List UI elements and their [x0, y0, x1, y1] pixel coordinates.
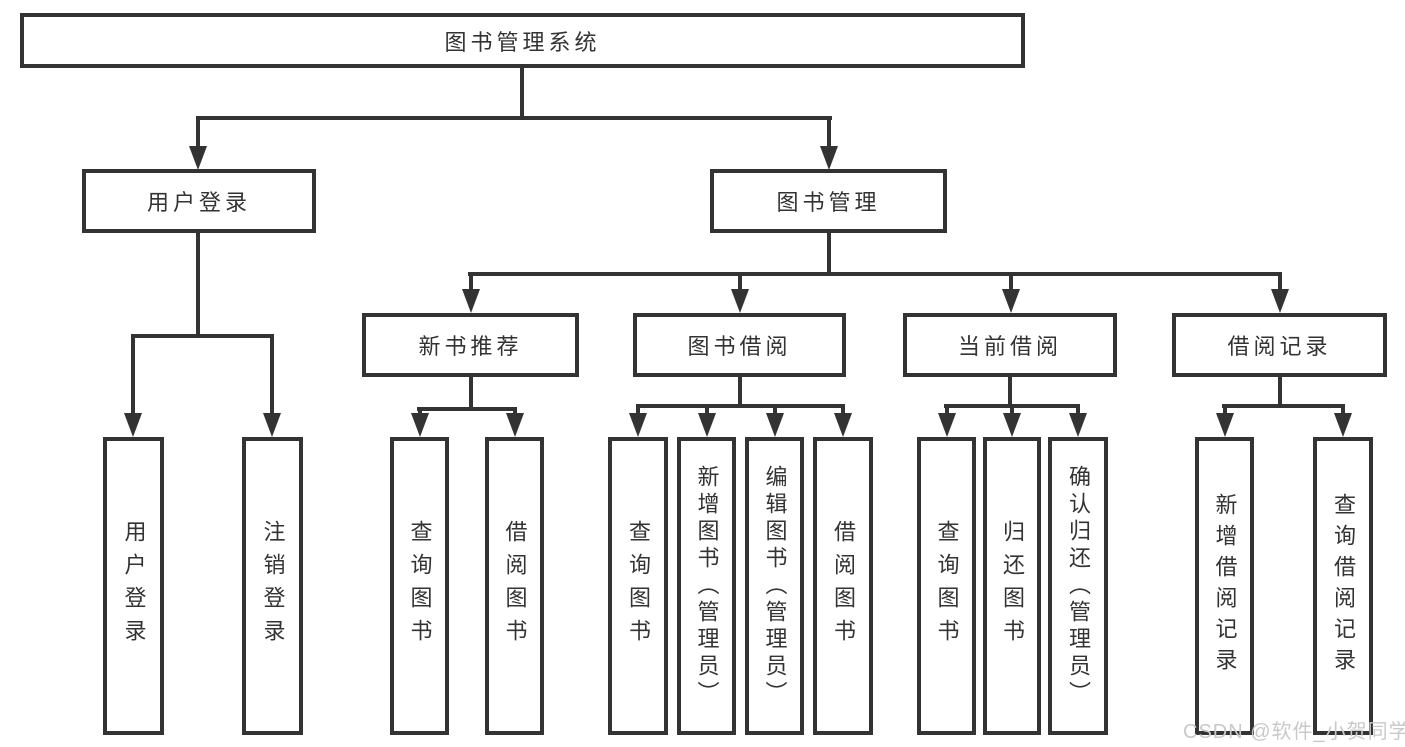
connector-line [1008, 375, 1012, 407]
arrowhead-down-icon [820, 146, 838, 170]
leaf-query-books-borrowing: 查询图书 [608, 437, 668, 735]
leaf-add-books-admin: 新增图书（管理员） [677, 437, 736, 735]
arrowhead-down-icon [1334, 413, 1352, 437]
arrowhead-down-icon [263, 413, 281, 437]
leaf-query-books-current-label: 查询图书 [934, 520, 960, 652]
connector-line [827, 231, 831, 275]
arrowhead-down-icon [629, 413, 647, 437]
arrowhead-down-icon [1002, 289, 1020, 313]
arrowhead-down-icon [766, 413, 784, 437]
connector-line [513, 407, 517, 415]
leaf-query-borrow-record-label: 查询借阅记录 [1331, 493, 1356, 679]
arrowhead-down-icon [731, 289, 749, 313]
connector-line [1222, 404, 1345, 408]
arrowhead-down-icon [411, 413, 429, 437]
connector-line [468, 272, 1282, 276]
leaf-query-borrow-record: 查询借阅记录 [1313, 437, 1373, 735]
connector-line [131, 334, 135, 415]
leaf-borrow-books-borrowing: 借阅图书 [813, 437, 873, 735]
node-new-book-recommend: 新书推荐 [362, 313, 579, 377]
leaf-user-login: 用户登录 [103, 437, 164, 735]
leaf-query-books-recommend: 查询图书 [390, 437, 449, 735]
arrowhead-down-icon [1271, 289, 1289, 313]
connector-line [738, 375, 742, 407]
leaf-query-books-borrowing-label: 查询图书 [626, 520, 651, 652]
leaf-query-books-current: 查询图书 [917, 437, 976, 735]
leaf-logout: 注销登录 [242, 437, 303, 735]
arrowhead-down-icon [1216, 413, 1234, 437]
leaf-user-login-label: 用户登录 [121, 520, 147, 652]
leaf-add-borrow-record: 新增借阅记录 [1195, 437, 1254, 735]
connector-line [196, 231, 200, 337]
leaf-borrow-books-recommend-label: 借阅图书 [502, 520, 528, 652]
node-borrowing-records-label: 借阅记录 [1227, 334, 1332, 359]
connector-line [1009, 272, 1013, 291]
connector-line [418, 407, 422, 415]
arrowhead-down-icon [834, 413, 852, 437]
node-book-management-label: 图书管理 [776, 190, 881, 215]
connector-line [196, 116, 200, 148]
connector-line [636, 404, 845, 408]
connector-line [520, 66, 524, 119]
leaf-add-borrow-record-label: 新增借阅记录 [1212, 493, 1238, 679]
node-current-borrowing: 当前借阅 [903, 313, 1117, 377]
connector-line [945, 404, 949, 415]
node-root: 图书管理系统 [20, 13, 1025, 68]
node-user-login-label: 用户登录 [146, 190, 251, 215]
leaf-borrow-books-borrowing-label: 借阅图书 [831, 520, 856, 652]
connector-line [270, 334, 274, 415]
arrowhead-down-icon [1069, 413, 1087, 437]
connector-line [131, 334, 274, 338]
connector-line [469, 375, 473, 410]
leaf-query-books-recommend-label: 查询图书 [407, 520, 433, 652]
connector-line [773, 404, 777, 415]
leaf-add-books-admin-label: 新增图书（管理员） [694, 464, 720, 708]
arrowhead-down-icon [1003, 413, 1021, 437]
node-book-borrowing: 图书借阅 [633, 313, 846, 377]
connector-line [1341, 404, 1345, 415]
connector-line [827, 116, 831, 148]
leaf-logout-label: 注销登录 [260, 520, 286, 652]
leaf-borrow-books-recommend: 借阅图书 [485, 437, 544, 735]
csdn-watermark: CSDN @软件_小贺同学 [1183, 721, 1405, 743]
connector-line [705, 404, 709, 415]
leaf-return-books: 归还图书 [983, 437, 1041, 735]
node-borrowing-records: 借阅记录 [1172, 313, 1387, 377]
connector-line [469, 272, 473, 291]
connector-line [1076, 404, 1080, 415]
node-root-label: 图书管理系统 [444, 29, 601, 55]
node-user-login: 用户登录 [82, 169, 316, 233]
node-current-borrowing-label: 当前借阅 [957, 334, 1062, 359]
node-book-borrowing-label: 图书借阅 [687, 334, 792, 359]
connector-line [196, 116, 832, 120]
leaf-confirm-return-admin: 确认归还（管理员） [1048, 437, 1108, 735]
arrowhead-down-icon [506, 413, 524, 437]
node-new-book-recommend-label: 新书推荐 [418, 334, 523, 359]
connector-line [636, 404, 640, 415]
leaf-confirm-return-admin-label: 确认归还（管理员） [1066, 464, 1091, 708]
connector-line [841, 404, 845, 415]
leaf-edit-books-admin-label: 编辑图书（管理员） [762, 464, 788, 708]
arrowhead-down-icon [462, 289, 480, 313]
leaf-return-books-label: 归还图书 [1000, 520, 1025, 652]
connector-line [738, 272, 742, 291]
node-book-management: 图书管理 [710, 169, 947, 233]
connector-line [417, 407, 516, 411]
leaf-edit-books-admin: 编辑图书（管理员） [745, 437, 804, 735]
arrowhead-down-icon [938, 413, 956, 437]
arrowhead-down-icon [124, 413, 142, 437]
connector-line [1278, 272, 1282, 291]
arrowhead-down-icon [698, 413, 716, 437]
connector-line [1278, 375, 1282, 407]
connector-line [1010, 404, 1014, 415]
connector-line [1223, 404, 1227, 415]
arrowhead-down-icon [189, 146, 207, 170]
